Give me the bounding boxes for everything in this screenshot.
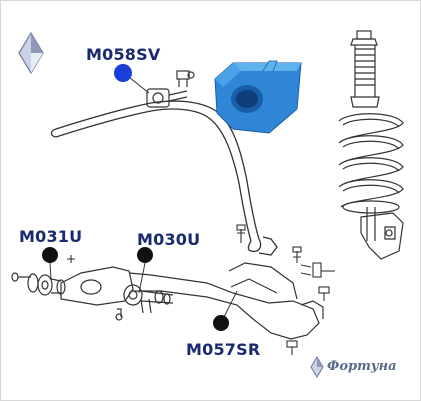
leader-lines	[49, 73, 238, 324]
label-rear-arm-bushing: M031U	[19, 227, 83, 246]
stabilizer-bar	[50, 100, 278, 256]
marker-rear-arm-bushing	[42, 247, 58, 263]
brand-name: Фортуна	[327, 359, 397, 374]
front-arm-bushing-part	[123, 284, 174, 306]
diamond-brand-icon	[310, 356, 324, 378]
marker-stabilizer-bushing	[114, 64, 132, 82]
rear-arm-bushing-part	[11, 272, 66, 296]
label-front-arm-bushing: M030U	[137, 230, 201, 249]
stabilizer-bracket	[146, 70, 195, 108]
label-ball-joint: M057SR	[186, 340, 261, 359]
hardware-bolts	[67, 224, 335, 355]
diamond-logo-icon	[18, 31, 44, 75]
stabilizer-bushing-highlight	[214, 60, 302, 134]
label-stabilizer-bushing: M058SV	[86, 45, 161, 64]
marker-ball-joint	[213, 315, 229, 331]
marker-front-arm-bushing	[137, 247, 153, 263]
strut-assembly	[338, 30, 404, 260]
lower-control-arm	[60, 262, 324, 340]
